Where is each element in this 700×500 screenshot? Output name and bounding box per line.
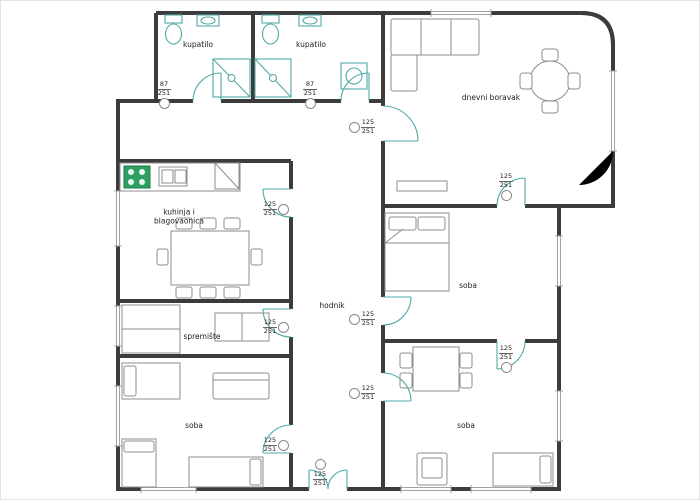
room-label-soba-desno: soba: [459, 280, 477, 290]
door-tag-circle: [314, 459, 326, 470]
door-tag-circle: [500, 190, 512, 201]
bed-icon: [121, 362, 181, 400]
room-label-dnevni-boravak: dnevni boravak: [461, 92, 521, 102]
door-width: 125: [361, 384, 375, 392]
curved-wall-detail: [579, 151, 613, 185]
window-icon: [114, 305, 122, 347]
door-width: 125: [263, 436, 277, 444]
bed-icon: [188, 456, 264, 488]
door-width: 87: [159, 80, 169, 88]
wardrobe-icon: [121, 304, 270, 354]
room-label-spremiste: spremište: [183, 331, 221, 341]
room-label-soba-dolje-desno: soba: [457, 420, 475, 430]
door-tag-circle: [500, 362, 512, 373]
window-icon: [609, 70, 617, 152]
door-width: 125: [313, 470, 327, 478]
shower-icon: [254, 58, 292, 98]
door-width: 125: [263, 318, 277, 326]
shower-icon: [212, 58, 251, 98]
toilet-icon: [261, 14, 280, 45]
room-label-kupatilo-2: kupatilo: [296, 39, 326, 49]
window-icon: [114, 385, 122, 447]
door-width: 125: [499, 172, 513, 180]
door-tag-circle: [278, 203, 289, 215]
door-height: 251: [263, 327, 277, 335]
door-width: 87: [305, 80, 315, 88]
door-height: 251: [499, 353, 513, 361]
door-height: 251: [263, 445, 277, 453]
door-height: 251: [157, 89, 171, 97]
window-icon: [555, 390, 563, 442]
door-height: 251: [361, 393, 375, 401]
door-tag-circle: [278, 439, 289, 451]
door-width: 125: [361, 118, 375, 126]
table-chairs-icon: [399, 346, 473, 392]
door-tag-circle: [349, 313, 360, 325]
door-tag-circle: [304, 98, 316, 109]
door-width: 125: [361, 310, 375, 318]
window-icon: [430, 9, 492, 17]
room-label-kupatilo-1: kupatilo: [183, 39, 213, 49]
bed-icon: [384, 212, 450, 292]
sink-icon: [196, 14, 220, 27]
door-swing-arcs: [192, 72, 526, 490]
washing-machine-icon: [340, 62, 368, 90]
window-icon: [555, 235, 563, 287]
dining-table-icon: [156, 217, 263, 299]
armchair-icon: [416, 452, 448, 486]
door-tag-circle: [349, 121, 360, 133]
room-label-hodnik: hodnik: [319, 300, 345, 310]
sink-icon: [298, 14, 322, 27]
window-icon: [114, 190, 122, 247]
room-label-kuhinja: kuhinja i blagovaonica: [154, 207, 204, 226]
door-tag-circle: [349, 387, 360, 399]
door-height: 251: [361, 127, 375, 135]
door-height: 251: [303, 89, 317, 97]
door-tag-circle: [158, 98, 170, 109]
window-icon: [400, 485, 452, 493]
kitchen-counter-icon: [119, 162, 241, 192]
toilet-icon: [164, 14, 183, 45]
door-height: 251: [499, 181, 513, 189]
room-label-kuhinja-line1: kuhinja i: [163, 207, 195, 217]
door-height: 251: [313, 479, 327, 487]
bed-icon: [121, 438, 157, 488]
door-height: 251: [263, 209, 277, 217]
room-label-kuhinja-line2: blagovaonica: [154, 216, 204, 225]
door-height: 251: [361, 319, 375, 327]
door-tag-circle: [278, 321, 289, 333]
dining-table-icon: [519, 48, 581, 114]
bed-icon: [492, 452, 554, 487]
tv-shelf-icon: [396, 180, 448, 192]
room-label-soba-dolje-lijevo: soba: [185, 420, 203, 430]
sofa-icon: [212, 372, 270, 400]
door-width: 125: [263, 200, 277, 208]
door-width: 125: [499, 344, 513, 352]
sofa-icon: [390, 18, 480, 92]
